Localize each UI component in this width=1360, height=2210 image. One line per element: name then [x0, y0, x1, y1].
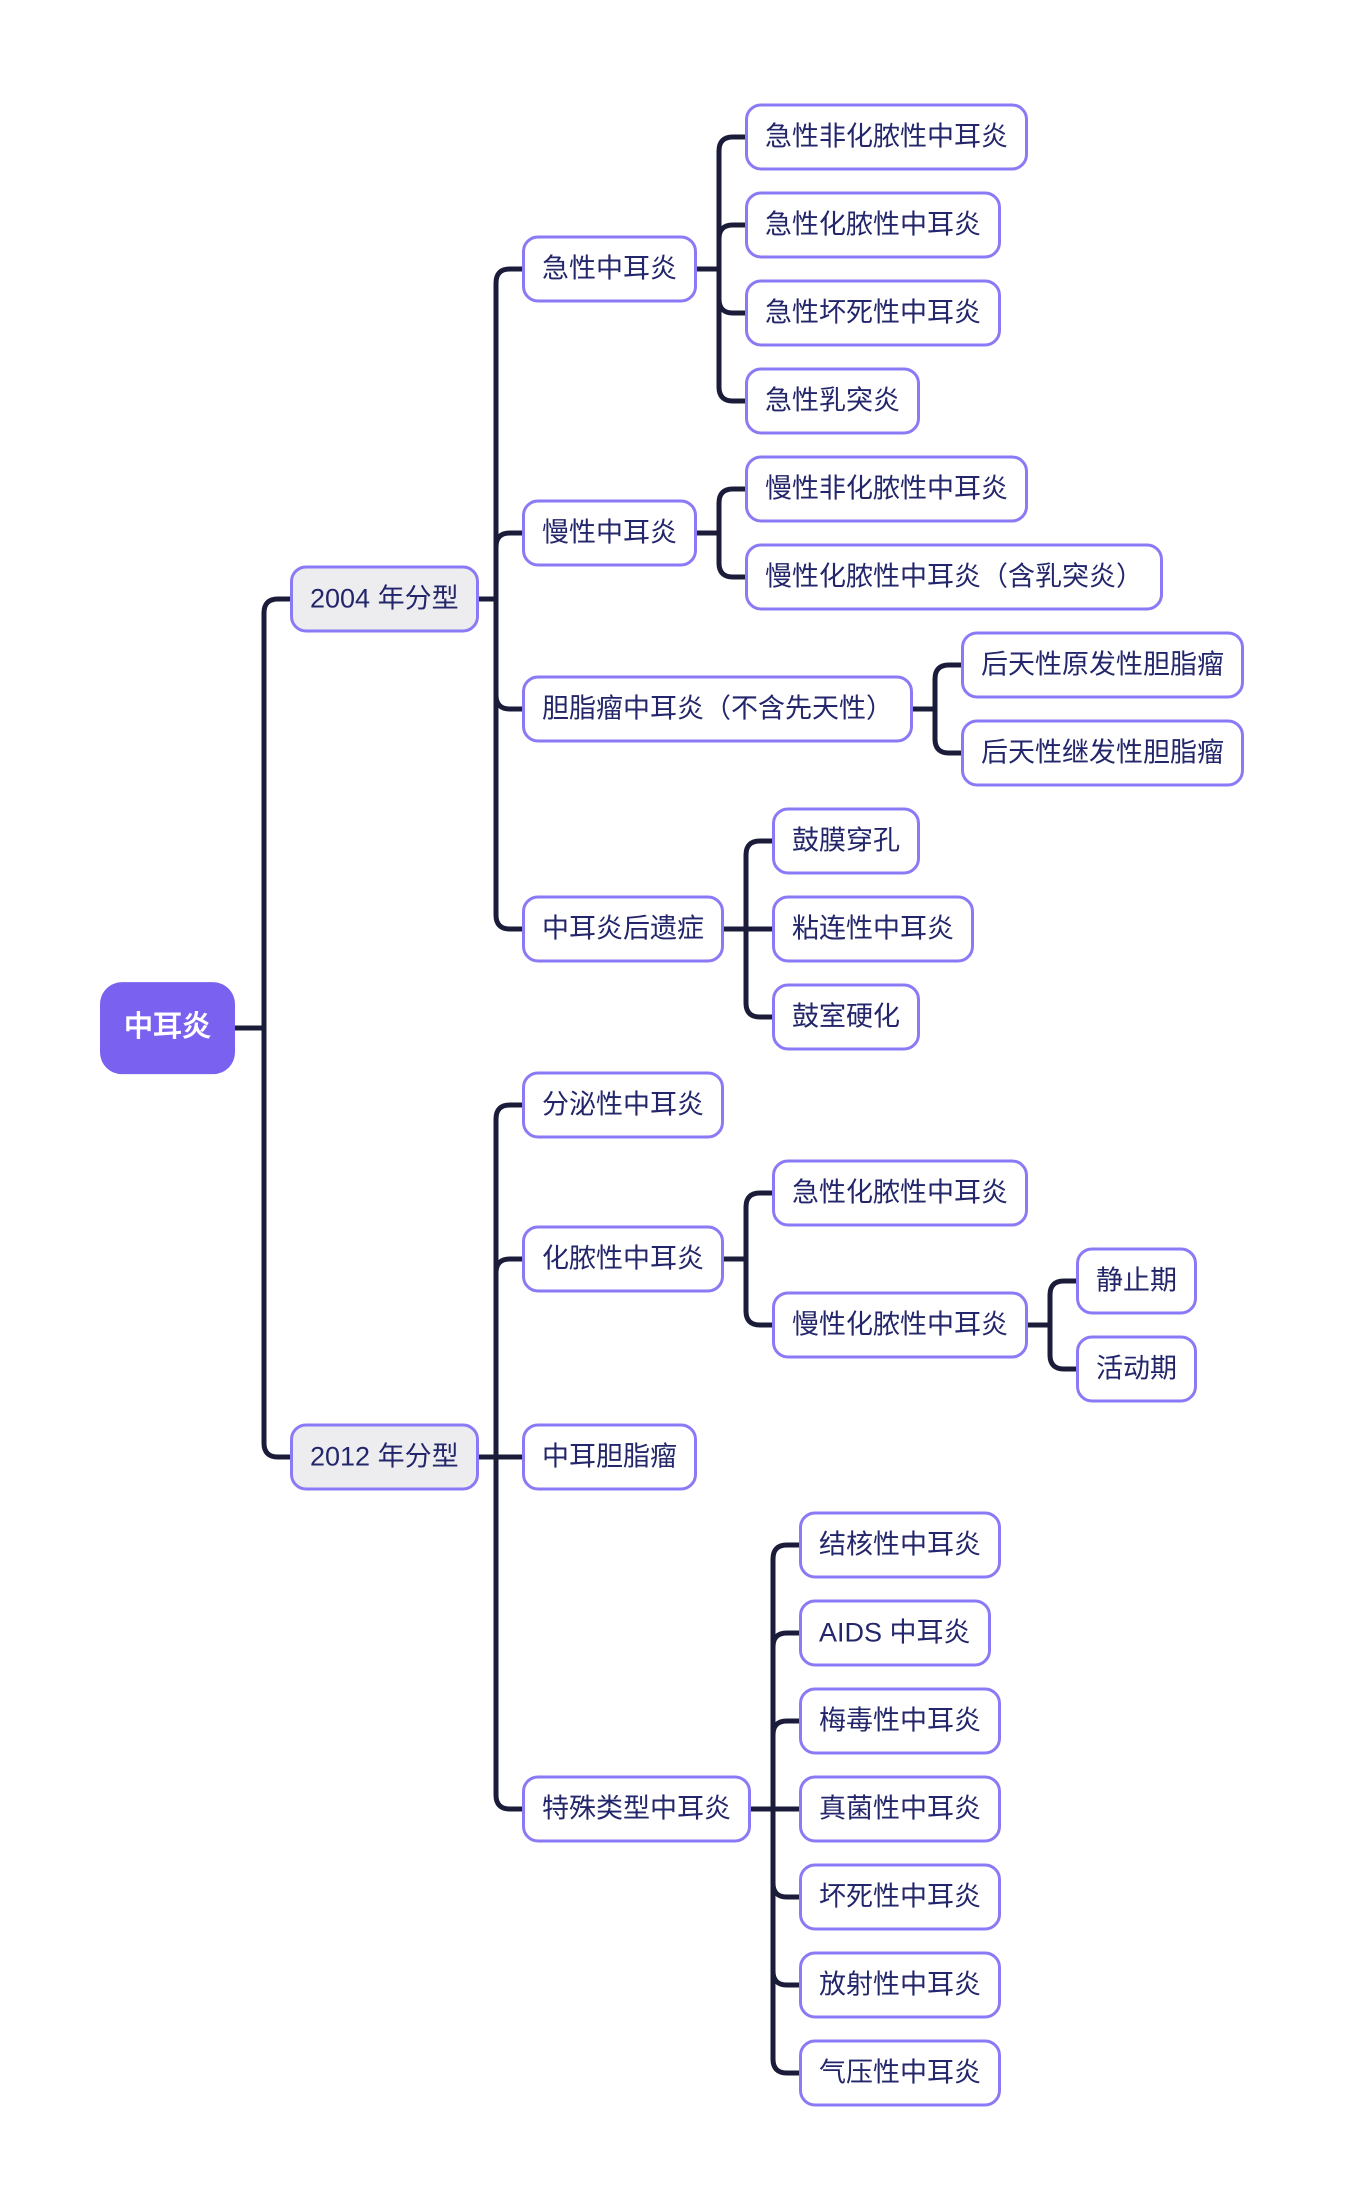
- connector-edge: [479, 596, 522, 932]
- connector-edge: [697, 222, 745, 272]
- mindmap-node-r-1-3-4[interactable]: 坏死性中耳炎: [799, 1863, 1001, 1931]
- connector-edge: [479, 1102, 522, 1460]
- connector-edge: [479, 1454, 522, 1812]
- mindmap-node-r-1-1-1[interactable]: 慢性化脓性中耳炎: [772, 1291, 1028, 1359]
- mindmap-node-r-0-1-1[interactable]: 慢性化脓性中耳炎（含乳突炎）: [745, 543, 1163, 611]
- mindmap-node-r-1-3-3[interactable]: 真菌性中耳炎: [799, 1775, 1001, 1843]
- connector-edge: [1028, 1322, 1076, 1372]
- connector-edge: [479, 596, 522, 712]
- connector-edge: [913, 706, 961, 756]
- connector-edge: [697, 530, 745, 580]
- connector-edge: [724, 838, 772, 932]
- mindmap-node-r-1[interactable]: 2012 年分型: [290, 1423, 479, 1491]
- mindmap-node-r-1-2[interactable]: 中耳胆脂瘤: [522, 1423, 697, 1491]
- mindmap-node-r-1-1-0[interactable]: 急性化脓性中耳炎: [772, 1159, 1028, 1227]
- connector-edge: [1028, 1278, 1076, 1328]
- mindmap-node-r-0-3-0[interactable]: 鼓膜穿孔: [772, 807, 920, 875]
- connector-edge: [751, 1630, 799, 1812]
- mindmap-node-r-0-0[interactable]: 急性中耳炎: [522, 235, 697, 303]
- connector-edge: [751, 1806, 799, 2076]
- mindmap-node-r-1-3-0[interactable]: 结核性中耳炎: [799, 1511, 1001, 1579]
- connector-edge: [479, 530, 522, 602]
- connector-edge: [479, 1256, 522, 1460]
- mindmap-node-r-0-0-0[interactable]: 急性非化脓性中耳炎: [745, 103, 1028, 171]
- mindmap-root-node[interactable]: 中耳炎: [100, 982, 236, 1074]
- mindmap-node-r-0-0-1[interactable]: 急性化脓性中耳炎: [745, 191, 1001, 259]
- mindmap-node-r-0-1[interactable]: 慢性中耳炎: [522, 499, 697, 567]
- connector-edge: [724, 926, 772, 1020]
- mindmap-node-r-1-3[interactable]: 特殊类型中耳炎: [522, 1775, 751, 1843]
- mindmap-node-r-0-3-1[interactable]: 粘连性中耳炎: [772, 895, 974, 963]
- mindmap-node-r-1-1-1-0[interactable]: 静止期: [1076, 1247, 1197, 1315]
- mindmap-node-r-0-2[interactable]: 胆脂瘤中耳炎（不含先天性）: [522, 675, 913, 743]
- connector-edge: [235, 1025, 290, 1460]
- connector-edge: [724, 1256, 772, 1328]
- mindmap-node-r-0-1-0[interactable]: 慢性非化脓性中耳炎: [745, 455, 1028, 523]
- connector-edge: [697, 134, 745, 272]
- connector-edge: [751, 1542, 799, 1812]
- mindmap-node-r-0-0-2[interactable]: 急性坏死性中耳炎: [745, 279, 1001, 347]
- mindmap-node-r-0-2-1[interactable]: 后天性继发性胆脂瘤: [961, 719, 1244, 787]
- connector-edge: [913, 662, 961, 712]
- connector-edge: [751, 1718, 799, 1812]
- mindmap-node-r-1-3-1[interactable]: AIDS 中耳炎: [799, 1599, 991, 1667]
- mindmap-node-r-1-3-5[interactable]: 放射性中耳炎: [799, 1951, 1001, 2019]
- mindmap-node-r-0-2-0[interactable]: 后天性原发性胆脂瘤: [961, 631, 1244, 699]
- connector-edge: [479, 266, 522, 602]
- connector-edge: [724, 1190, 772, 1262]
- mindmap-node-r-1-1[interactable]: 化脓性中耳炎: [522, 1225, 724, 1293]
- mindmap-node-r-0-3-2[interactable]: 鼓室硬化: [772, 983, 920, 1051]
- mindmap-node-r-0-0-3[interactable]: 急性乳突炎: [745, 367, 920, 435]
- mindmap-node-r-1-3-2[interactable]: 梅毒性中耳炎: [799, 1687, 1001, 1755]
- connector-edge: [697, 486, 745, 536]
- mindmap-node-r-1-0[interactable]: 分泌性中耳炎: [522, 1071, 724, 1139]
- mindmap-node-r-0-3[interactable]: 中耳炎后遗症: [522, 895, 724, 963]
- mindmap-node-r-1-1-1-1[interactable]: 活动期: [1076, 1335, 1197, 1403]
- mindmap-node-r-1-3-6[interactable]: 气压性中耳炎: [799, 2039, 1001, 2107]
- connector-edge: [235, 596, 290, 1031]
- connector-edge: [697, 266, 745, 404]
- mindmap-node-r-0[interactable]: 2004 年分型: [290, 565, 479, 633]
